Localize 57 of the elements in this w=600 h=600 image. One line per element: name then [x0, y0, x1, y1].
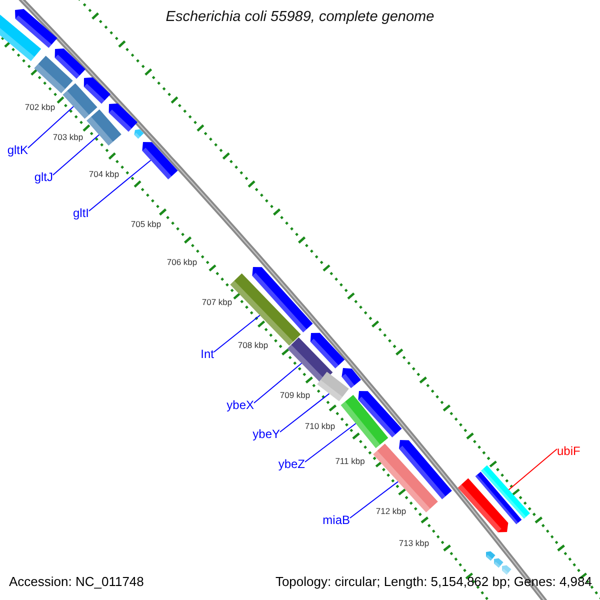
gene-label: gltK: [7, 143, 28, 157]
gene-feature: [108, 104, 138, 132]
gene-feature: [502, 565, 512, 575]
gene-feature: [494, 558, 504, 568]
tick-label: 713 kbp: [398, 538, 430, 548]
gene-feature: [142, 142, 178, 180]
gene-bar: [287, 337, 333, 384]
gene-bar: [481, 465, 530, 519]
gene-bar: [62, 83, 98, 119]
gene-feature: [310, 332, 345, 368]
gene-bar: [475, 472, 522, 524]
gene-label: gltJ: [34, 170, 53, 184]
gene-feature: [458, 478, 508, 532]
leader-line: [254, 362, 302, 404]
leader-line: [304, 423, 356, 462]
tick-label: 708 kbp: [238, 340, 268, 350]
tick-label: 703 kbp: [52, 132, 84, 142]
gene-feature: [134, 129, 144, 139]
gene-feature: [252, 267, 313, 332]
leader-line: [214, 314, 260, 352]
gene-label: Int: [200, 347, 214, 361]
gene-bar: [340, 394, 388, 448]
leader-line: [28, 106, 74, 148]
gene-label: ybeZ: [278, 457, 305, 471]
gene-label: ubiF: [557, 444, 580, 458]
tick-label: 705 kbp: [130, 219, 162, 229]
tick-label: 712 kbp: [376, 506, 406, 516]
tick-label: 706 kbp: [166, 257, 198, 267]
gene-bar: [34, 56, 73, 94]
gene-bar: [0, 14, 42, 62]
diagram-title: Escherichia coli 55989, complete genome: [166, 9, 434, 25]
tick-label: 710 kbp: [304, 421, 336, 431]
tick-label: 711 kbp: [335, 456, 365, 466]
gene-feature: [399, 440, 452, 500]
gene-bar: [86, 109, 122, 146]
gene-label: ybeX: [226, 398, 254, 412]
leader-line: [280, 393, 330, 432]
gene-bar: [317, 372, 349, 402]
gene-label: miaB: [322, 513, 350, 527]
tick-label: 709 kbp: [280, 390, 310, 400]
leader-line: [350, 481, 398, 518]
gene-feature: [84, 77, 110, 104]
gene-feature: [342, 368, 361, 388]
tick-label: 707 kbp: [202, 297, 232, 307]
accession-text: Accession: NC_011748: [9, 574, 144, 590]
gene-label: ybeY: [252, 427, 280, 441]
gene-label: gltI: [72, 206, 89, 220]
leader-line: [88, 160, 152, 212]
genome-summary-text: Topology: circular; Length: 5,154,862 bp; Genes: 4,984: [275, 574, 592, 590]
gene-feature: [486, 551, 496, 561]
tick-label: 702 kbp: [24, 102, 56, 112]
gene-feature: [15, 9, 58, 48]
leader-line: [52, 134, 100, 176]
leader-line: [508, 448, 558, 490]
tick-label: 704 kbp: [88, 169, 120, 179]
gene-feature: [358, 391, 402, 438]
gene-feature: [54, 48, 86, 79]
